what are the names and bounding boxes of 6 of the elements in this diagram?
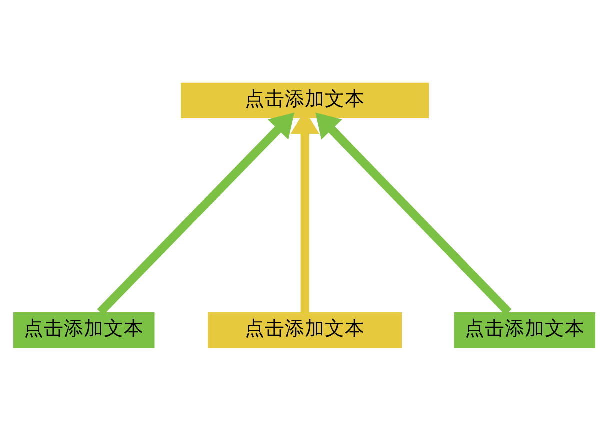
- arrow: [316, 112, 512, 315]
- node-box: 点击添加文本: [181, 82, 430, 118]
- arrow: [97, 112, 295, 315]
- node-box: 点击添加文本: [14, 312, 155, 348]
- node-box: 点击添加文本: [454, 312, 596, 348]
- node-box: 点击添加文本: [208, 312, 402, 348]
